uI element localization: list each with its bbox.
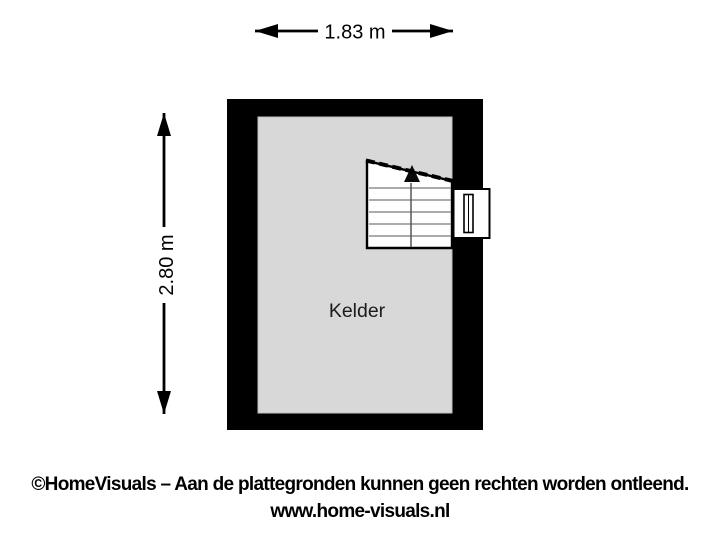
width-label-box [318,19,392,46]
window-symbol [452,188,491,239]
arrow-up-icon [157,113,171,136]
height-dimension: 2.80 m [151,113,181,414]
footer-disclaimer: ©HomeVisuals – Aan de plattegronden kunn… [31,474,689,495]
arrow-right-icon [430,24,453,38]
up-arrow-icon [404,165,420,182]
arrow-down-icon [157,391,171,414]
height-label-box [151,227,181,303]
room-floor [257,116,453,414]
stair-cut-line [365,158,454,183]
footer-website: www.home-visuals.nl [270,501,450,522]
arrow-left-icon [255,24,278,38]
room-label: Kelder [329,300,386,322]
height-label: 2.80 m [156,234,178,295]
stairs-symbol [365,158,454,250]
width-label: 1.83 m [324,22,385,44]
width-dimension: 1.83 m [255,19,453,46]
